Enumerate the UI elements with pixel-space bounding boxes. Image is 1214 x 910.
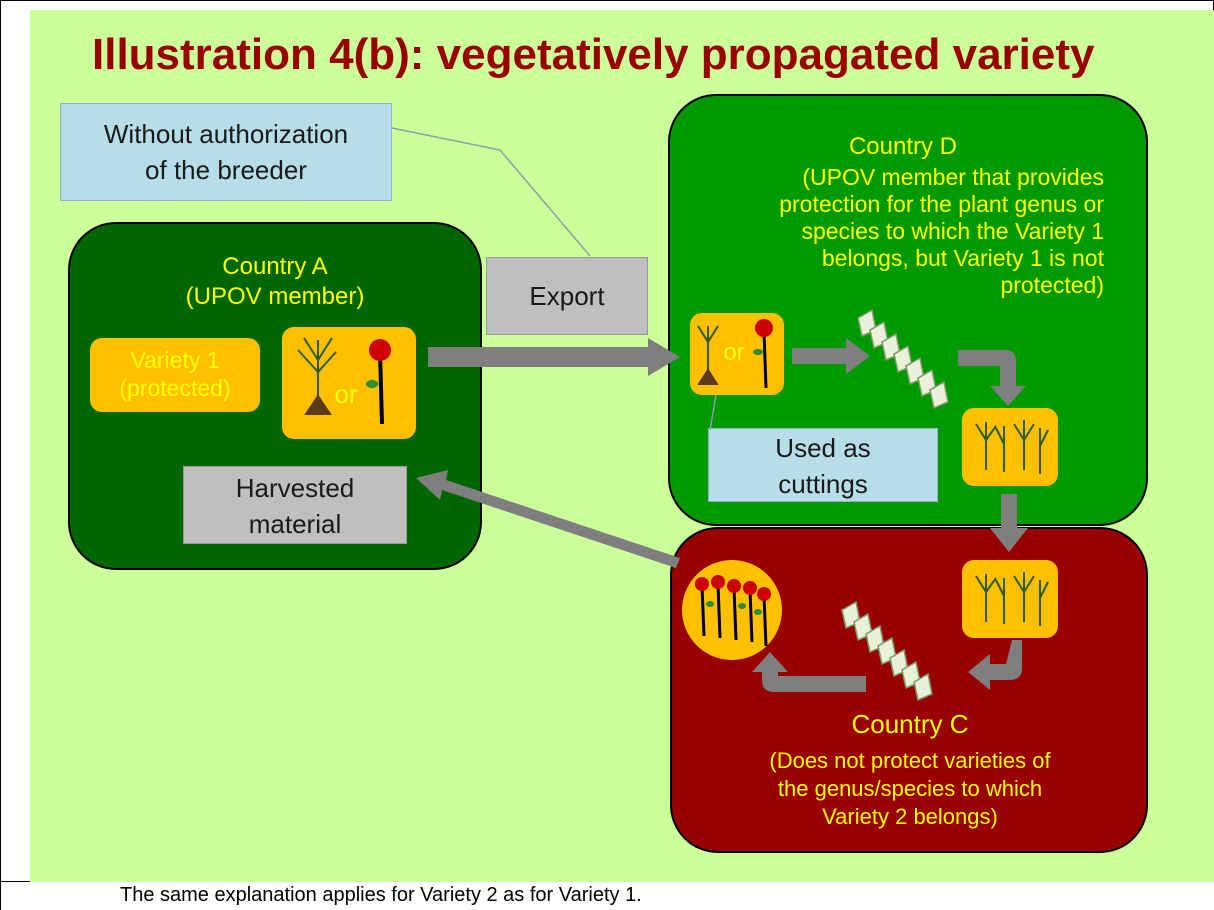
rose-icon-d (753, 319, 773, 389)
authorization-line2: of the breeder (145, 155, 307, 185)
cuttings-note: Used as cuttings (708, 428, 938, 502)
country-d-line: protected) (1000, 272, 1104, 298)
country-c-line: Variety 2 belongs) (822, 804, 998, 829)
cuttings-line2: cuttings (778, 469, 868, 499)
plant-bunch-icon (975, 420, 1049, 474)
variety-1-plants-box (282, 327, 416, 439)
country-d-line: protection for the plant genus or (779, 191, 1104, 217)
slide-title: Illustration 4(b): vegetatively propagat… (92, 30, 1095, 79)
roses-bunch-icon (695, 575, 771, 647)
variety-1-status: (protected) (119, 375, 231, 401)
country-a-subtitle: (UPOV member) (185, 283, 365, 310)
cuttings-tray-icon-c (841, 600, 933, 702)
plant-bunch-icon-c (975, 572, 1049, 626)
frame-top (0, 0, 1214, 1)
export-arrow (428, 338, 680, 376)
arrow-d-to-c (990, 494, 1028, 552)
country-d-line: belongs, but Variety 1 is not (821, 245, 1104, 271)
harvested-line2: material (248, 509, 342, 539)
country-c-panel (670, 527, 1148, 853)
variety-1-box (90, 338, 260, 412)
country-a-or-label: or (334, 379, 358, 409)
country-d-name: Country D (848, 133, 958, 160)
authorization-note: Without authorization of the breeder (60, 103, 392, 201)
cutting-icon (297, 337, 337, 415)
arrow-c-tray-to-roses (752, 652, 866, 692)
country-d-line: species to which the Variety 1 (801, 218, 1104, 244)
harvested-material-box: Harvested material (183, 466, 407, 544)
country-a-name: Country A (222, 253, 328, 280)
cuttings-tray-icon (857, 308, 949, 410)
harvested-arrow (416, 470, 680, 568)
arrow-tray-to-plants (958, 350, 1026, 406)
country-c-name: Country C (851, 709, 969, 739)
arrow-plants-to-tray (792, 338, 870, 374)
cuttings-line1: Used as (775, 433, 871, 463)
variety-1-label: Variety 1 (130, 347, 220, 373)
export-label: Export (529, 281, 605, 311)
country-d-line: (UPOV member that provides (802, 164, 1104, 190)
country-c-line: (Does not protect varieties of (769, 748, 1051, 773)
cutting-icon-d (697, 325, 719, 385)
export-box: Export (486, 257, 648, 335)
frame-left (0, 0, 1, 910)
country-c-line: the genus/species to which (777, 776, 1043, 801)
arrow-c-plants-to-tray (968, 640, 1022, 690)
country-d-description: (UPOV member that provides protection fo… (680, 164, 1104, 299)
plants-box-d (962, 408, 1058, 486)
plants-box-c (962, 560, 1058, 638)
rose-icon (366, 339, 391, 425)
harvested-line1: Harvested (235, 473, 355, 503)
country-d-or-label: or (723, 339, 745, 366)
callout-line-authorization (391, 127, 591, 257)
callout-line-cuttings (709, 394, 717, 431)
caption: The same explanation applies for Variety… (120, 884, 642, 906)
authorization-line1: Without authorization (103, 119, 349, 149)
